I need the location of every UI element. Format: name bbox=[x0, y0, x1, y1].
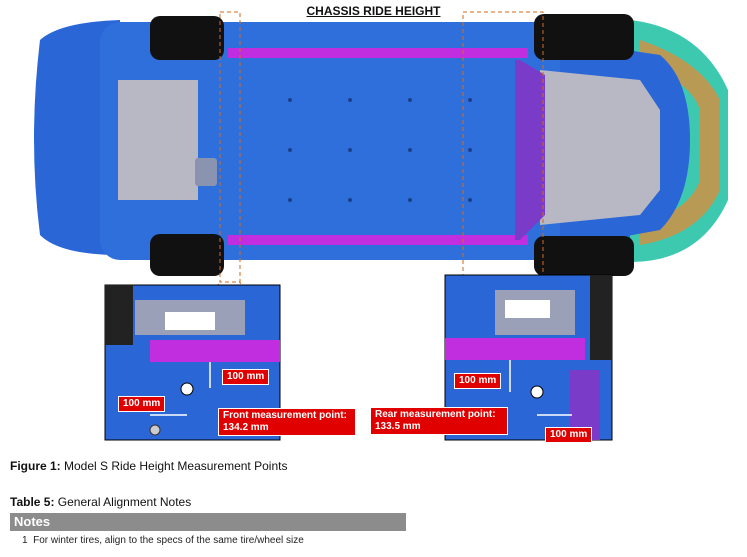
note-number: 1 bbox=[22, 535, 28, 546]
rear-measurement-label-line1: Rear measurement point: bbox=[375, 409, 496, 420]
front-inset bbox=[104, 284, 281, 441]
figure-caption-label: Figure 1: bbox=[10, 459, 61, 473]
rear-measurement-label: Rear measurement point: 133.5 mm bbox=[370, 407, 508, 435]
tires bbox=[150, 14, 634, 276]
table-caption-label: Table 5: bbox=[10, 495, 55, 509]
rear-horizontal-offset-label: 100 mm bbox=[545, 427, 593, 443]
vehicle-underbody bbox=[34, 20, 728, 262]
note-text: For winter tires, align to the specs of … bbox=[33, 535, 304, 546]
front-measurement-label-line1: Front measurement point: bbox=[223, 410, 347, 421]
front-horizontal-offset-label: 100 mm bbox=[118, 396, 166, 412]
figure-caption-text: Model S Ride Height Measurement Points bbox=[60, 459, 288, 473]
notes-table-row: 1 For winter tires, align to the specs o… bbox=[22, 535, 304, 546]
rear-measurement-label-line2: 133.5 mm bbox=[375, 421, 421, 432]
table-caption-text: General Alignment Notes bbox=[54, 495, 192, 509]
diagram-title: CHASSIS RIDE HEIGHT bbox=[306, 4, 441, 18]
front-measurement-label: Front measurement point: 134.2 mm bbox=[218, 408, 356, 436]
chassis-diagram bbox=[34, 11, 728, 441]
notes-table-header: Notes bbox=[10, 513, 406, 531]
figure-caption: Figure 1: Model S Ride Height Measuremen… bbox=[10, 459, 287, 473]
table-caption: Table 5: General Alignment Notes bbox=[10, 495, 191, 509]
front-vertical-offset-label: 100 mm bbox=[222, 369, 270, 385]
front-measurement-label-line2: 134.2 mm bbox=[223, 422, 269, 433]
rear-vertical-offset-label: 100 mm bbox=[454, 373, 502, 389]
